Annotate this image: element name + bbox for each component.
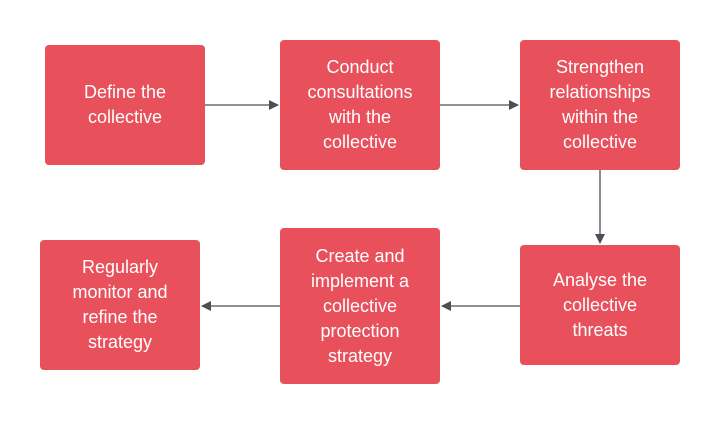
step-label: Analyse the collective threats — [552, 269, 648, 340]
step-label: Define the collective — [83, 82, 167, 127]
step-label: Conduct consultations with the collectiv… — [307, 57, 413, 152]
step-analyse-threats: Analyse the collective threats — [520, 245, 680, 365]
step-label: Create and implement a collective protec… — [310, 245, 410, 366]
step-conduct-consultations: Conduct consultations with the collectiv… — [280, 40, 440, 170]
step-monitor-refine: Regularly monitor and refine the strateg… — [40, 240, 200, 370]
step-create-strategy: Create and implement a collective protec… — [280, 228, 440, 384]
step-label: Regularly monitor and refine the strateg… — [72, 257, 168, 352]
step-strengthen-relationships: Strengthen relationships within the coll… — [520, 40, 680, 170]
step-label: Strengthen relationships within the coll… — [549, 57, 651, 152]
step-define-collective: Define the collective — [45, 45, 205, 165]
